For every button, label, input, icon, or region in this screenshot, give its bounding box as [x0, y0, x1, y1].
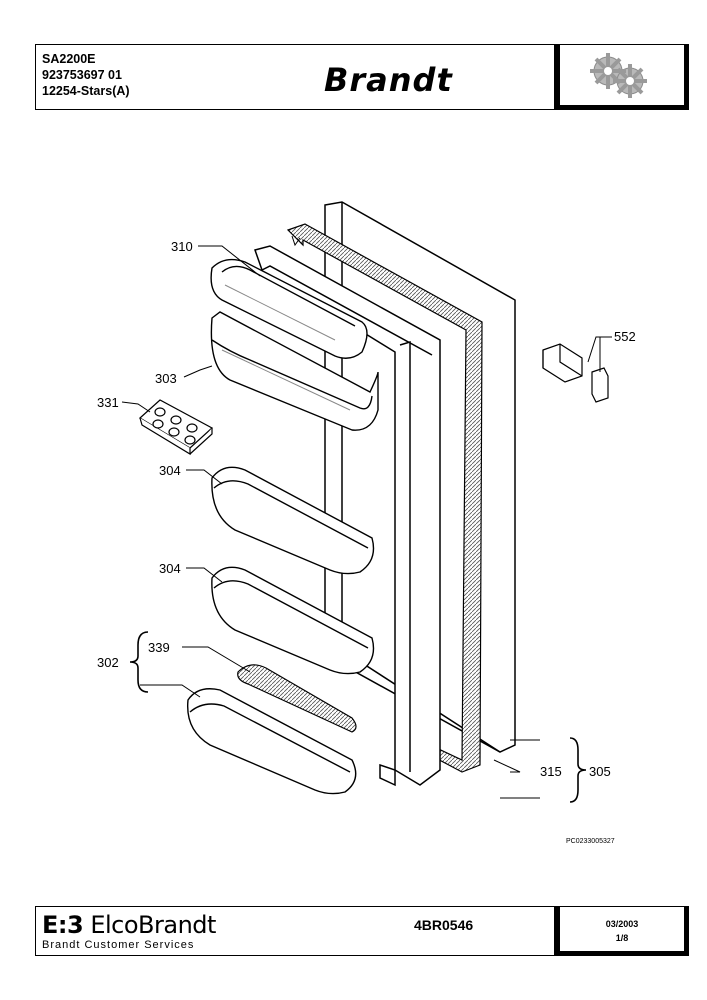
label-304-lower: 304 — [159, 561, 181, 576]
leader-lines — [121, 245, 612, 799]
date-page-box: 03/2003 1/8 — [554, 907, 688, 955]
elcobrandt-logo: E:3 ElcoBrandt — [42, 911, 216, 939]
variant-name: 12254-Stars(A) — [42, 84, 130, 98]
service-name: Brandt Customer Services — [42, 939, 195, 951]
label-339: 339 — [148, 640, 170, 655]
part-310-cover — [210, 258, 368, 359]
part-302-bottom-shelf — [186, 688, 357, 795]
image-reference: PC0233005327 — [566, 838, 615, 845]
elcobrandt-mark: E:3 — [42, 911, 84, 939]
brace-305 — [569, 737, 587, 803]
part-304-shelf-upper — [211, 466, 375, 575]
page-number: 1/8 — [615, 933, 629, 943]
label-302: 302 — [97, 655, 119, 670]
part-552-hinge — [542, 343, 609, 403]
label-310: 310 — [171, 239, 193, 254]
part-304-shelf-lower — [211, 566, 375, 675]
header-ids: SA2200E 923753697 01 12254-Stars(A) — [42, 51, 130, 99]
brace-302 — [129, 631, 149, 693]
part-339-bottle-guard — [237, 664, 357, 733]
gears-logo-box — [554, 45, 688, 109]
document-date: 03/2003 — [605, 919, 639, 929]
label-305: 305 — [589, 764, 611, 779]
label-315: 315 — [540, 764, 562, 779]
product-code: 923753697 01 — [42, 68, 122, 82]
label-552: 552 — [614, 329, 636, 344]
document-reference: 4BR0546 — [414, 917, 474, 933]
gears-icon — [590, 53, 647, 98]
company-name: ElcoBrandt — [90, 911, 216, 939]
label-303: 303 — [155, 371, 177, 386]
part-331-egg-tray — [138, 399, 214, 456]
brand-logo: Brandt — [324, 61, 453, 99]
model-number: SA2200E — [42, 52, 96, 66]
label-304-upper: 304 — [159, 463, 181, 478]
footer-block: E:3 ElcoBrandt Brandt Customer Services … — [35, 906, 689, 956]
header-block: SA2200E 923753697 01 12254-Stars(A) Bran… — [35, 44, 689, 110]
inner-liner — [254, 245, 441, 787]
part-303-shelf — [210, 311, 379, 431]
label-331: 331 — [97, 395, 119, 410]
